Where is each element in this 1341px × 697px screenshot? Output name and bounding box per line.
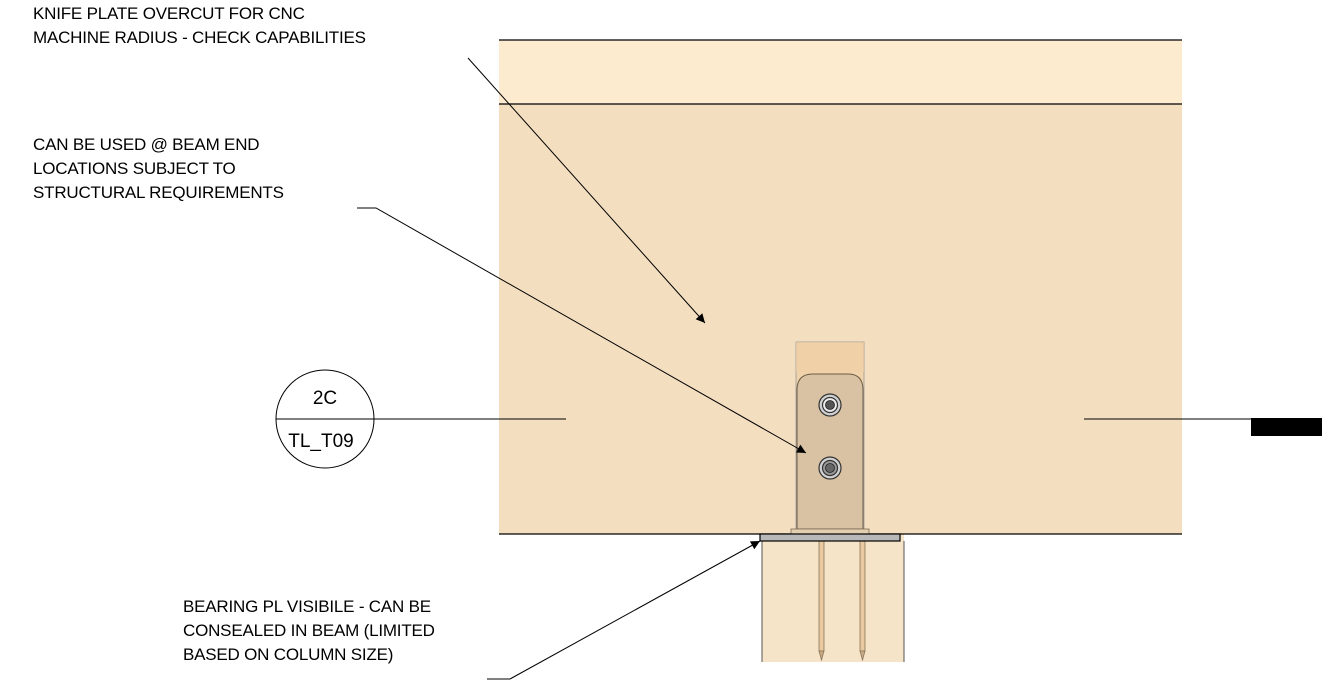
knife-plate <box>796 373 864 530</box>
section-bubble-number: 2C <box>313 388 337 409</box>
column <box>762 534 904 662</box>
beam-top-layer <box>499 40 1182 104</box>
note-bearing-plate-line2: CONSEALED IN BEAM (LIMITED <box>183 621 435 640</box>
note-beam-end: CAN BE USED @ BEAM END LOCATIONS SUBJECT… <box>33 133 284 205</box>
note-knife-plate: KNIFE PLATE OVERCUT FOR CNC MACHINE RADI… <box>33 2 366 50</box>
section-bubble-sheet: TL_T09 <box>288 431 353 452</box>
leader-bearing-plate <box>509 540 761 680</box>
leader-knife-plate <box>467 57 706 324</box>
section-bubble: 2C TL_T09 <box>275 369 375 469</box>
section-cut-end-bar <box>1251 418 1322 436</box>
leader-beam-end <box>357 207 807 454</box>
note-beam-end-line1: CAN BE USED @ BEAM END <box>33 135 260 154</box>
bolt-upper <box>818 393 842 417</box>
note-beam-end-line3: STRUCTURAL REQUIREMENTS <box>33 183 284 202</box>
note-bearing-plate: BEARING PL VISIBILE - CAN BE CONSEALED I… <box>183 595 435 667</box>
plate-seat <box>790 528 870 535</box>
slot-shade <box>796 342 864 372</box>
bolt-lower <box>818 456 842 480</box>
bearing-plate <box>759 533 901 542</box>
note-bearing-plate-line1: BEARING PL VISIBILE - CAN BE <box>183 597 431 616</box>
note-bearing-plate-line3: BASED ON COLUMN SIZE) <box>183 645 394 664</box>
note-knife-plate-line1: KNIFE PLATE OVERCUT FOR CNC <box>33 4 305 23</box>
note-beam-end-line2: LOCATIONS SUBJECT TO <box>33 159 236 178</box>
note-knife-plate-line2: MACHINE RADIUS - CHECK CAPABILITIES <box>33 28 366 47</box>
